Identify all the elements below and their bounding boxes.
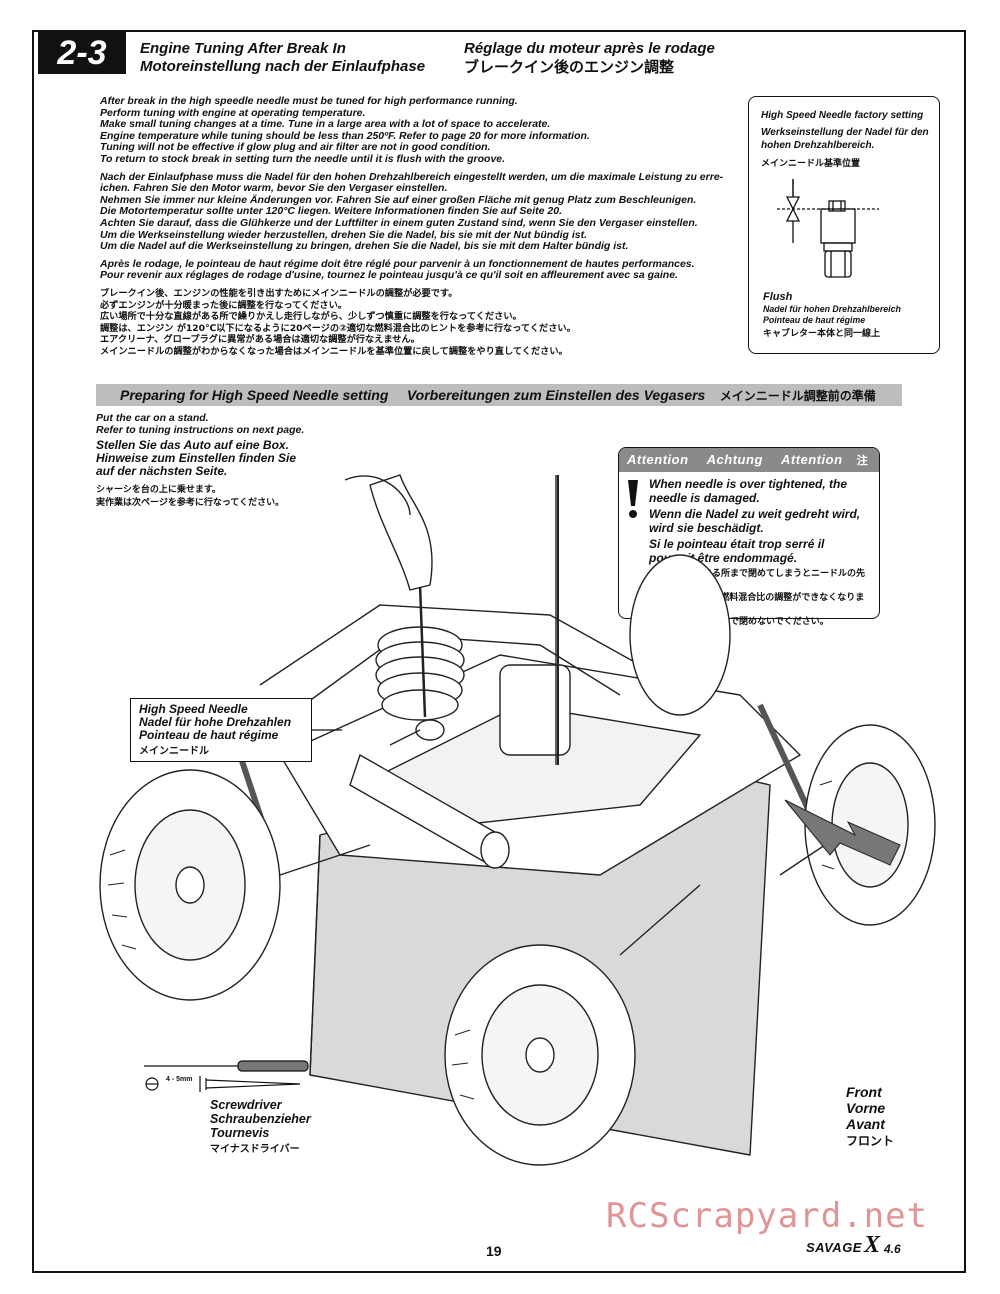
exclamation-icon	[628, 480, 638, 518]
intro-de-line: ichen. Fahren Sie den Motor warm, bevor …	[100, 182, 448, 195]
intro-en-line: To return to stock break in setting turn…	[100, 152, 506, 165]
title-fr: Réglage du moteur après le rodage	[464, 40, 715, 57]
carburetor-needle-diagram	[777, 179, 879, 278]
attention-de: Wenn die Nadel zu weit gedreht wird, wir…	[649, 507, 861, 535]
section-title-right: Réglage du moteur après le rodage ブレークイン…	[464, 40, 715, 76]
attention-head-de: Achtung	[706, 452, 763, 467]
callout-fr: Pointeau de haut régime	[139, 728, 279, 742]
intro-en-line: Perform tuning with engine at operating …	[100, 106, 366, 119]
page-number: 19	[486, 1243, 502, 1259]
savage-logo: SAVAGE X 4.6	[806, 1232, 940, 1260]
tool-size-label: 4 - 5mm	[166, 1076, 193, 1083]
attention-en: When needle is over tightened, the needl…	[649, 477, 848, 505]
band-de: Vorbereitungen zum Einstellen des Vegase…	[406, 387, 706, 403]
attention-head-fr: Attention	[781, 452, 843, 467]
intro-de-line: Die Motortemperatur sollte unter 120°C l…	[100, 205, 563, 218]
callout-jp: メインニードル	[139, 746, 209, 757]
logo-sub: 4.6	[884, 1242, 901, 1256]
attention-header: Attention Achtung Attention 注 意	[619, 448, 879, 491]
needle-box-title-de: Werkseinstellung der Nadel für den hohen…	[761, 127, 929, 151]
front-jp: フロント	[846, 1134, 895, 1148]
attention-box: Attention Achtung Attention 注 意 When nee…	[618, 447, 880, 627]
section-title-left: Engine Tuning After Break In Motoreinste…	[140, 40, 425, 76]
stand-de-2: Hinweise zum Einstellen finden Sie	[96, 451, 297, 465]
intro-en-line: After break in the high speedle needle m…	[100, 95, 518, 107]
intro-jp-line: 必ずエンジンが十分暖まった後に調整を行なってください。	[100, 299, 347, 311]
intro-text-block: After break in the high speedle needle m…	[100, 95, 730, 357]
intro-fr-line: Pour revenir aux réglages de rodage d'us…	[100, 269, 678, 282]
flush-label-jp: キャブレター本体と同一線上	[763, 329, 881, 339]
logo-text: SAVAGE	[806, 1240, 862, 1255]
preparing-section-band: Preparing for High Speed Needle setting …	[96, 384, 902, 406]
title-en: Engine Tuning After Break In	[140, 40, 346, 57]
band-jp: メインニードル調整前の準備	[719, 389, 876, 403]
intro-fr-line: Après le rodage, le pointeau de haut rég…	[100, 257, 695, 270]
intro-jp-line: 調整は、エンジン が120℃以下になるように20ページの②適切な燃料混合比のヒン…	[100, 322, 576, 334]
needle-factory-setting-box: High Speed Needle factory setting Werkse…	[748, 96, 940, 354]
screwdriver-label: Screwdriver Schraubenzieher Tournevis マイ…	[210, 1098, 311, 1155]
intro-de-line: Nehmen Sie immer nur kleine Änderungen v…	[100, 193, 697, 206]
front-en: Front	[846, 1084, 882, 1100]
tool-de: Schraubenzieher	[210, 1112, 311, 1126]
intro-de-line: Nach der Einlaufphase muss die Nadel für…	[100, 170, 724, 183]
flush-label-de: Nadel für hohen Drehzahlbereich	[763, 304, 901, 314]
front-fr: Avant	[846, 1116, 885, 1132]
page-frame	[32, 30, 966, 1273]
stand-instruction: Put the car on a stand. Refer to tuning …	[96, 412, 316, 508]
tool-fr: Tournevis	[210, 1126, 270, 1140]
stand-en-2: Refer to tuning instructions on next pag…	[96, 424, 305, 436]
stand-en-1: Put the car on a stand.	[96, 412, 209, 424]
callout-de: Nadel für hohe Drehzahlen	[139, 715, 292, 729]
stand-de-1: Stellen Sie das Auto auf eine Box.	[96, 438, 289, 452]
watermark: RCScrapyard.net	[606, 1196, 929, 1236]
tool-en: Screwdriver	[210, 1098, 282, 1112]
intro-de-line: Um die Nadel auf die Werkseinstellung zu…	[100, 240, 629, 253]
monster-truck-illustration	[99, 474, 936, 1166]
intro-de-line: Achten Sie darauf, dass die Glühkerze un…	[100, 216, 698, 229]
flush-label-en: Flush	[763, 291, 793, 303]
intro-jp-line: エアクリーナ、グロープラグに異常がある場合は適切な調整が行なえません。	[100, 334, 420, 346]
intro-en-line: Make small tuning changes at a time. Tun…	[100, 118, 551, 131]
attention-jp-3: ニードルが止まるまで閉めないでください。	[649, 617, 829, 627]
intro-de-line: Um die Werkseinstellung wieder herzustel…	[100, 228, 587, 241]
section-number: 2-3	[38, 32, 126, 74]
flush-label-fr: Pointeau de haut régime	[763, 315, 866, 325]
screwdriver-icon	[144, 1060, 309, 1092]
front-direction-label: Front Vorne Avant フロント	[846, 1084, 894, 1149]
front-de: Vorne	[846, 1100, 886, 1116]
attention-head-en: Attention	[627, 452, 689, 467]
intro-jp-line: 広い場所で十分な直線がある所で繰りかえし走行しながら、少しずつ慎重に調整を行なっ…	[100, 311, 522, 323]
high-speed-needle-callout: High Speed Needle Nadel für hohe Drehzah…	[130, 698, 312, 762]
needle-box-title-jp: メインニードル基準位置	[761, 159, 861, 169]
intro-jp-line: ブレークイン後、エンジンの性能を引き出すためにメインニードルの調整が必要です。	[100, 287, 458, 299]
intro-jp-line: メインニードルの調整がわからなくなった場合はメインニードルを基準位置に戻して調整…	[100, 345, 568, 357]
stand-jp-1: シャーシを台の上に乗せます。	[96, 485, 221, 495]
band-en: Preparing for High Speed Needle setting	[120, 387, 389, 403]
intro-en-line: Tuning will not be effective if glow plu…	[100, 141, 491, 154]
title-jp: ブレークイン後のエンジン調整	[464, 58, 675, 76]
stand-jp-2: 実作業は次ページを参考に行なってください。	[96, 498, 285, 508]
needle-box-title-en: High Speed Needle factory setting	[761, 110, 924, 121]
intro-en-line: Engine temperature while tuning should b…	[100, 129, 590, 142]
stand-de-3: auf der nächsten Seite.	[96, 464, 228, 478]
callout-en: High Speed Needle	[139, 702, 248, 716]
logo-mark: X	[864, 1232, 881, 1258]
tool-jp: マイナスドライバー	[210, 1144, 300, 1155]
title-de: Motoreinstellung nach der Einlaufphase	[140, 58, 426, 75]
